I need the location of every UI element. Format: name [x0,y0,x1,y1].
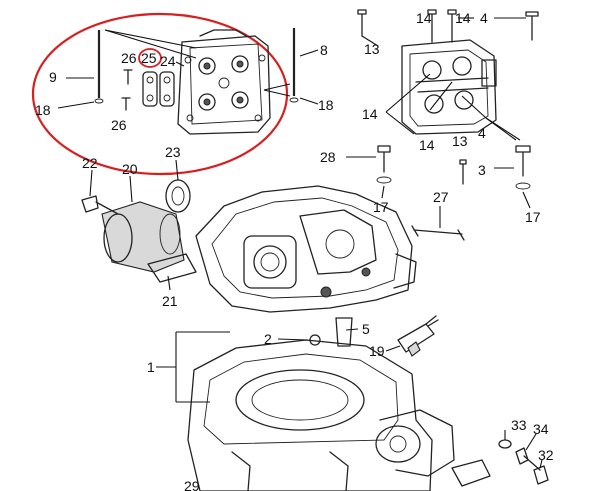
label-19: 19 [369,343,385,359]
label-25: 25 [141,50,157,66]
label-14d: 14 [419,137,435,153]
label-18b: 18 [318,97,334,113]
label-32: 32 [538,447,554,463]
gasket-21 [147,253,197,283]
label-14a: 14 [416,10,432,26]
bolt-32 [533,465,549,485]
label-9: 9 [49,69,57,85]
inset-leaders [57,29,319,109]
label-8: 8 [320,42,328,58]
bolt-22 [81,195,119,215]
label-2: 2 [264,331,272,347]
label-28: 28 [320,149,336,165]
label-26b: 26 [111,117,127,133]
bolt-14a [427,9,437,43]
label-20: 20 [122,161,138,177]
seal-23 [165,179,191,213]
sleeve-5 [335,317,353,347]
bolt-3 [515,145,531,177]
inset-cylinder-head [177,29,271,135]
label-17a: 17 [373,199,389,215]
spark-plug [397,315,439,357]
label-4b: 4 [478,125,486,141]
label-26a: 26 [121,50,137,66]
label-4a: 4 [480,10,488,26]
highlight-ellipse [31,12,289,176]
bolt-13a [357,9,367,37]
label-18a: 18 [35,102,51,118]
oring-33 [498,439,512,449]
label-14c: 14 [362,106,378,122]
stud-27 [411,225,465,241]
bolt-34 [515,447,541,471]
cylinder-head [195,185,417,313]
label-13a: 13 [364,41,380,57]
label-27: 27 [433,189,449,205]
callout-labels: 1 2 3 4 4 5 8 9 13 13 14 14 14 14 17 17 … [35,10,554,491]
main-leaders [89,159,543,469]
bolt-13b [459,159,467,185]
bolt-14b [447,9,457,43]
starter-motor [101,201,185,273]
label-3: 3 [478,162,486,178]
label-34: 34 [533,421,549,437]
label-23: 23 [165,144,181,160]
label-5: 5 [362,321,370,337]
cylinder-block [187,339,491,491]
label-22: 22 [82,155,98,171]
bolt-28 [377,145,391,173]
label-14b: 14 [455,10,471,26]
rocker-assembly [401,39,497,135]
bolt-4a [525,11,539,41]
label-21: 21 [162,293,178,309]
label-13b: 13 [452,133,468,149]
label-24: 24 [160,53,176,69]
highlight-circle-25 [138,48,162,68]
label-1: 1 [147,359,155,375]
label-17b: 17 [525,209,541,225]
label-33: 33 [511,417,527,433]
label-29: 29 [184,478,200,491]
rocker-leaders [346,17,531,228]
